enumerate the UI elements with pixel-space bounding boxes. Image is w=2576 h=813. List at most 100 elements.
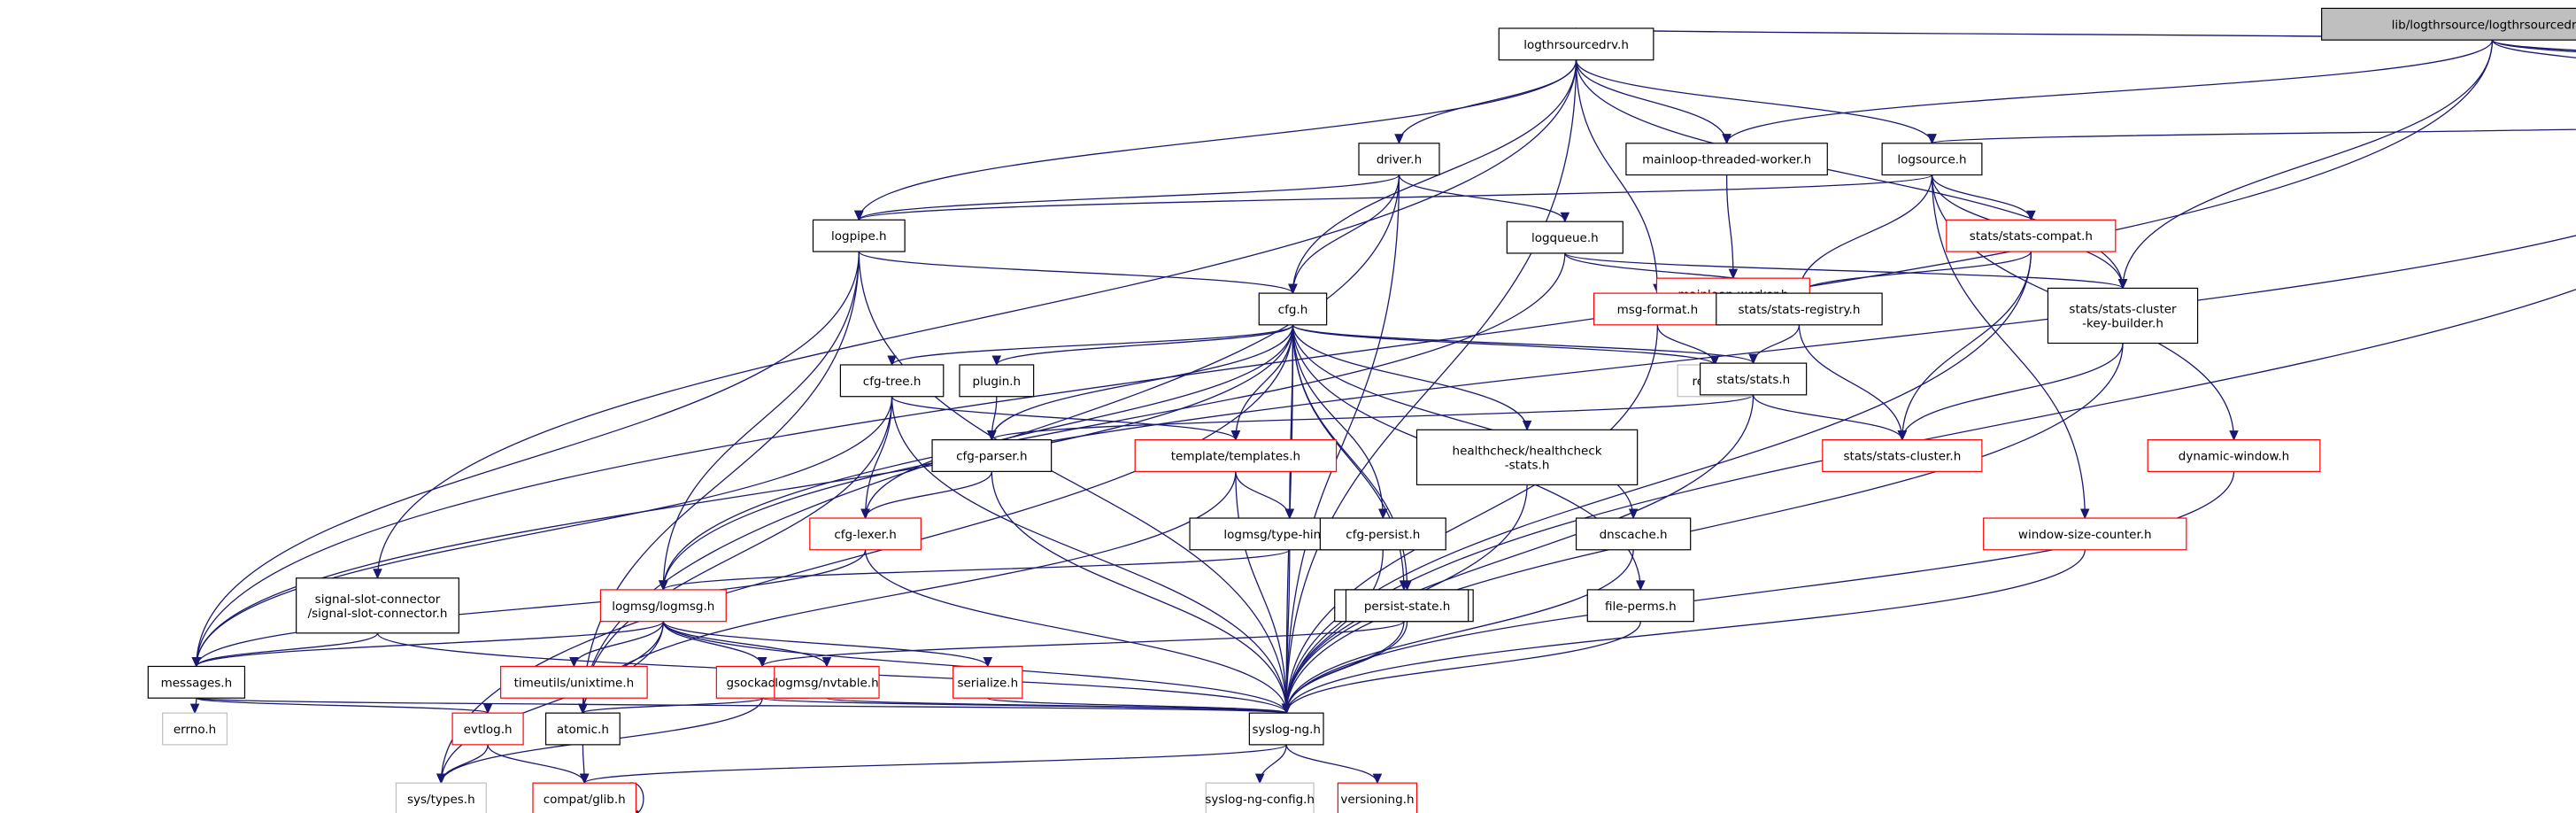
node-label: versioning.h	[1340, 793, 1414, 807]
arrowhead-icon	[1254, 773, 1265, 785]
node-wsc[interactable]: window-size-counter.h	[1983, 517, 2187, 551]
node-box	[959, 364, 1035, 398]
node-sigslot[interactable]: signal-slot-connector/signal-slot-connec…	[296, 577, 459, 634]
edge-fileperms-to-syslogng	[1281, 621, 1641, 715]
node-atomic[interactable]: atomic.h	[544, 712, 621, 746]
node-templates[interactable]: template/templates.h	[1134, 439, 1338, 472]
node-label: logthrsourcedrv.h	[1523, 38, 1629, 52]
node-logmsg[interactable]: logmsg/logmsg.h	[599, 589, 727, 623]
node-logsource[interactable]: logsource.h	[1881, 143, 1983, 176]
edge-line	[864, 324, 1294, 519]
arrowhead-icon	[991, 355, 1002, 367]
node-fileperms[interactable]: file-perms.h	[1586, 589, 1694, 623]
node-mtworker[interactable]: mainloop-threaded-worker.h	[1625, 143, 1828, 176]
arrowhead-icon	[1230, 430, 1241, 441]
node-box	[1345, 589, 1469, 623]
edge-line	[1285, 744, 1378, 784]
node-root[interactable]: lib/logthrsource/logthrsourcedrv.c	[2321, 7, 2576, 41]
node-evtlog[interactable]: evtlog.h	[451, 712, 524, 746]
node-cfg[interactable]: cfg.h	[1258, 292, 1328, 326]
node-cfgparser[interactable]: cfg-parser.h	[931, 439, 1053, 472]
node-label: stats/stats-cluster	[2069, 302, 2177, 316]
node-label: logpipe.h	[831, 229, 887, 244]
node-healthcheck[interactable]: healthcheck/healthcheck-stats.h	[1415, 429, 1639, 486]
node-label: msg-format.h	[1617, 303, 1699, 317]
node-serialize[interactable]: serialize.h	[953, 665, 1023, 699]
node-unixtime[interactable]: timeutils/unixtime.h	[500, 665, 648, 699]
edge-line	[1752, 394, 1903, 440]
node-dnscache[interactable]: dnscache.h	[1575, 517, 1692, 551]
node-logpipe[interactable]: logpipe.h	[812, 219, 906, 252]
arrowhead-icon	[2026, 210, 2036, 221]
node-box	[1716, 292, 1883, 326]
edge-syslogng-to-sngconfig	[1254, 744, 1287, 785]
node-msgformat[interactable]: msg-format.h	[1593, 292, 1722, 326]
node-label: lib/logthrsource/logthrsourcedrv.c	[2392, 18, 2576, 32]
arrowhead-icon	[821, 656, 832, 668]
edge-line	[662, 621, 763, 667]
edge-line	[196, 252, 860, 667]
node-box	[1205, 782, 1315, 813]
edge-line	[826, 697, 1287, 714]
node-nvtable[interactable]: logmsg/nvtable.h	[774, 665, 880, 699]
node-cfgtree[interactable]: cfg-tree.h	[839, 364, 945, 398]
edge-root-to-apphook	[2491, 39, 2576, 58]
edge-line	[662, 252, 860, 590]
node-dynwindow[interactable]: dynamic-window.h	[2147, 439, 2321, 472]
node-cfgpersist[interactable]: cfg-persist.h	[1319, 517, 1446, 551]
edge-cfgparser-to-syslogng	[991, 471, 1292, 715]
edge-logthrsourcedrv-to-mtworker	[1575, 59, 1731, 144]
edge-hostresolve-to-gsockaddr	[757, 621, 1405, 668]
node-statscompat[interactable]: stats/stats-compat.h	[1946, 219, 2117, 252]
edge-line	[2491, 39, 2576, 53]
edge-cfg-to-cfgpersist	[1292, 324, 1388, 520]
node-errno[interactable]: errno.h	[162, 712, 228, 746]
edge-syslogng-to-versioning	[1285, 744, 1383, 785]
edge-line	[196, 697, 489, 714]
edge-line	[991, 324, 1294, 440]
edge-line	[376, 59, 1577, 578]
node-logthrsourcedrv[interactable]: logthrsourcedrv.h	[1498, 27, 1654, 61]
node-messages[interactable]: messages.h	[147, 665, 246, 699]
edge-syslogng-to-glib	[579, 744, 1287, 785]
edge-driver-to-logqueue	[1398, 174, 1570, 223]
node-driver[interactable]: driver.h	[1358, 143, 1440, 176]
node-glib[interactable]: compat/glib.h	[532, 782, 637, 813]
node-statscluster[interactable]: stats/stats-cluster.h	[1822, 439, 1983, 472]
node-plugin[interactable]: plugin.h	[959, 364, 1035, 398]
arrowhead-icon	[579, 773, 590, 785]
node-versioning[interactable]: versioning.h	[1337, 782, 1418, 813]
node-stats[interactable]: stats/stats.h	[1699, 362, 1808, 396]
node-sngconfig[interactable]: syslog-ng-config.h	[1205, 782, 1315, 813]
arrowhead-icon	[373, 569, 382, 579]
arrowhead-icon	[1927, 134, 1937, 144]
edge-line	[196, 396, 893, 667]
edge-line	[1725, 40, 2494, 143]
node-box	[1625, 143, 1828, 176]
node-systypes[interactable]: sys/types.h	[395, 782, 487, 813]
node-box	[395, 782, 487, 813]
node-label: sys/types.h	[407, 793, 475, 807]
node-logqueue[interactable]: logqueue.h	[1506, 221, 1623, 254]
edge-line	[196, 697, 1287, 714]
edge-line	[1285, 59, 1577, 714]
edge-keybuilder-to-statscluster	[1897, 343, 2124, 441]
arrowhead-icon	[2229, 430, 2239, 441]
node-persiststate[interactable]: persist-state.h	[1345, 589, 1469, 623]
arrowhead-icon	[1897, 430, 1908, 441]
node-box	[1881, 143, 1983, 176]
node-cfglexer[interactable]: cfg-lexer.h	[809, 517, 922, 551]
edge-line	[1292, 324, 1634, 519]
edge-line	[1798, 174, 1933, 294]
node-keybuilder[interactable]: stats/stats-cluster-key-builder.h	[2047, 287, 2199, 345]
node-syslogng[interactable]: syslog-ng.h	[1248, 712, 1324, 746]
node-statsregistry[interactable]: stats/stats-registry.h	[1716, 292, 1883, 326]
edge-line	[1931, 128, 2576, 144]
node-label: window-size-counter.h	[2018, 528, 2152, 542]
edge-line	[1901, 252, 2032, 440]
edge-line	[582, 396, 893, 714]
arrowhead-icon	[854, 210, 864, 221]
edge-line	[196, 40, 2494, 667]
node-label: -key-builder.h	[2082, 316, 2163, 330]
edge-root-to-messages	[191, 40, 2494, 668]
